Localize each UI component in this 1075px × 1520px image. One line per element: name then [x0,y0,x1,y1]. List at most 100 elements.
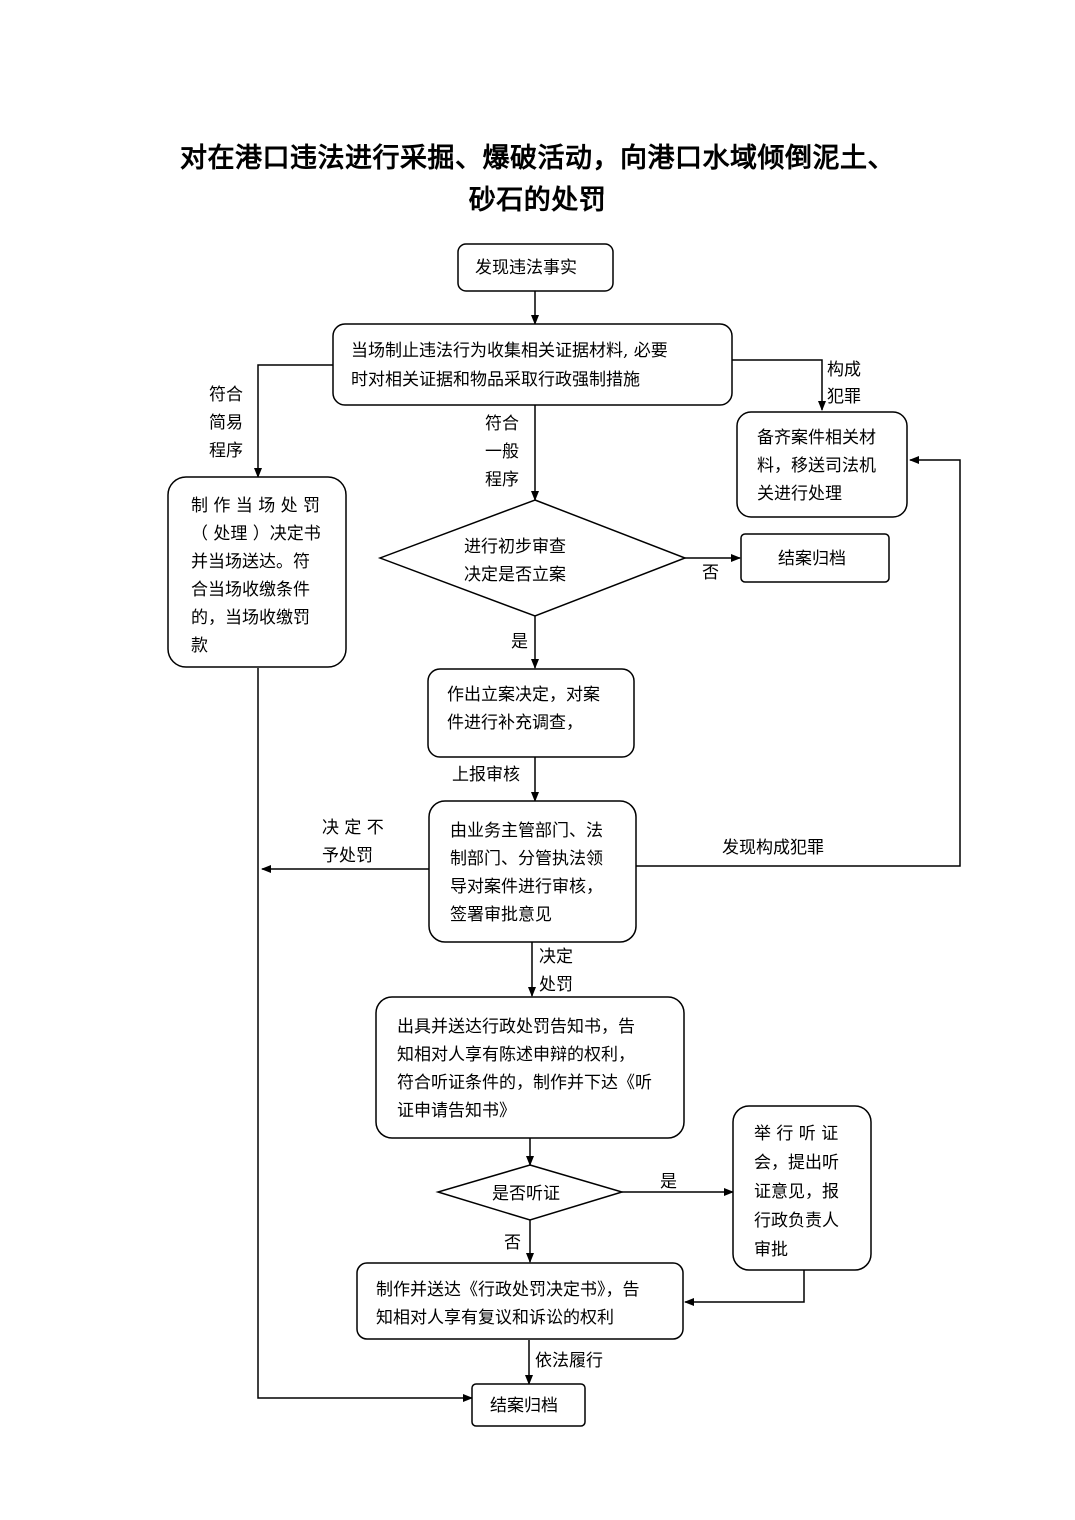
label-penalize: 决定处罚 [539,947,573,995]
label-yes-2-line: 是 [660,1172,677,1192]
text-hearing-line: 举 行 听 证 [754,1124,838,1144]
text-dept-review: 由业务主管部门、法制部门、分管执法领导对案件进行审核， 签署审批意见 [450,821,603,925]
arrow-onsite-to-close [257,668,473,1402]
arrow-stop-to-transfer [732,359,826,411]
label-no-1: 否 [702,563,719,583]
text-notice-line: 证申请告知书》 [397,1101,516,1121]
label-simple-line: 符合 [209,385,243,405]
label-crime-line: 犯罪 [827,387,861,407]
text-transfer-line: 料，移送司法机 [757,456,876,476]
text-decision-line: 知相对人享有复议和诉讼的权利 [376,1308,614,1328]
text-notice: 出具并送达行政处罚告知书，告知相对人享有陈述申辩的权利， 符合听证条件的，制作并下… [397,1017,652,1121]
text-onsite-line: 制 作 当 场 处 罚 [191,496,320,516]
box-close-2 [471,1383,586,1427]
text-close-2-line: 结案归档 [490,1396,558,1416]
label-general-line: 符合 [485,414,519,434]
box-close-1 [740,533,890,583]
text-onsite: 制 作 当 场 处 罚 （ 处理 ）决定书并当场送达。符合当场收缴条件的，当场收缴… [191,496,321,656]
label-simple-line: 简易 [209,413,243,433]
text-file-case-line: 件进行补充调查， [447,713,583,733]
text-stop-line: 时对相关证据和物品采取行政强制措施 [351,370,640,390]
text-transfer-line: 备齐案件相关材 [757,428,876,448]
text-onsite-line: 并当场送达。符 [191,552,310,572]
text-decision: 制作并送达《行政处罚决定书》，告知相对人享有复议和诉讼的权利 [376,1280,640,1328]
text-onsite-line: 合当场收缴条件 [191,580,310,600]
text-dept-review-line: 导对案件进行审核， [450,877,603,897]
text-review-decision-line: 决定是否立案 [464,565,566,585]
text-close-1-line: 结案归档 [778,549,846,569]
label-report: 上报审核 [452,765,520,785]
label-crime-line: 构成 [827,360,861,380]
text-stop: 当场制止违法行为收集相关证据材料, 必要时对相关证据和物品采取行政强制措施 [351,341,668,390]
label-yes-1-line: 是 [511,632,528,652]
label-report-line: 上报审核 [452,765,520,785]
label-penalize-line: 处罚 [539,975,573,995]
label-general-line: 程序 [485,470,519,490]
text-review-decision-line: 进行初步审查 [464,537,566,557]
text-transfer-line: 关进行处理 [757,484,842,504]
label-yes-1: 是 [511,632,528,652]
arrow-dept-to-transfer [636,456,961,867]
text-onsite-line: （ 处理 ）决定书 [191,524,321,544]
connectors [254,291,961,1402]
box-hearing [732,1105,872,1271]
text-stop-line: 当场制止违法行为收集相关证据材料, 必要 [351,341,668,361]
text-notice-line: 出具并送达行政处罚告知书，告 [397,1017,635,1037]
text-transfer: 备齐案件相关材料，移送司法机关进行处理 [757,428,876,504]
page-title-line2: 砂石的处罚 [468,185,607,216]
text-decision-line: 制作并送达《行政处罚决定书》，告 [376,1280,640,1300]
label-general-line: 一般 [485,442,519,462]
box-notice [375,996,685,1139]
text-hearing-line: 证意见，报 [754,1182,839,1202]
text-discover-line: 发现违法事实 [475,258,577,278]
text-hearing-decision: 是否听证 [492,1184,560,1204]
text-hearing-line: 行政负责人 [754,1211,839,1231]
diamond-review [377,499,688,617]
box-decision [356,1262,684,1340]
label-simple-line: 程序 [209,441,243,461]
process-boxes [167,243,908,1427]
text-file-case: 作出立案决定，对案件进行补充调查， [447,685,600,733]
label-perform-line: 依法履行 [535,1351,603,1371]
text-review-decision: 进行初步审查决定是否立案 [464,537,566,585]
text-dept-review-line: 签署审批意见 [450,905,552,925]
text-hearing: 举 行 听 证会，提出听证意见，报行政负责人审批 [754,1124,839,1260]
box-transfer [736,411,908,518]
box-file-case [427,668,635,758]
box-dept-review [428,800,637,943]
text-hearing-line: 审批 [754,1240,788,1260]
text-onsite-line: 款 [191,636,208,656]
box-discover [457,243,614,292]
text-onsite-line: 的，当场收缴罚 [191,608,310,628]
text-notice-line: 知相对人享有陈述申辩的权利， [397,1045,635,1065]
label-no-1-line: 否 [702,563,719,583]
text-notice-line: 符合听证条件的，制作并下达《听 [397,1073,652,1093]
label-crime: 构成犯罪 [827,360,861,407]
text-close-2: 结案归档 [490,1396,558,1416]
label-no-penalty-line: 决 定 不 [322,818,384,838]
label-no-penalty-line: 予处罚 [322,846,373,866]
label-penalize-line: 决定 [539,947,573,967]
text-hearing-line: 会，提出听 [754,1153,839,1173]
label-found-crime-line: 发现构成犯罪 [722,838,824,858]
label-found-crime: 发现构成犯罪 [722,838,824,858]
label-no-penalty: 决 定 不予处罚 [322,818,384,866]
text-hearing-decision-line: 是否听证 [492,1184,560,1204]
label-general: 符合一般程序 [485,414,519,490]
label-no-2-line: 否 [504,1233,521,1253]
arrow-hearing-to-decision [684,1270,805,1306]
label-yes-2: 是 [660,1172,677,1192]
box-stop [332,323,733,406]
text-file-case-line: 作出立案决定，对案 [447,685,600,705]
text-dept-review-line: 制部门、分管执法领 [450,849,603,869]
arrow-stop-to-onsite [254,364,333,478]
label-no-2: 否 [504,1233,521,1253]
label-perform: 依法履行 [535,1351,603,1371]
text-close-1: 结案归档 [778,549,846,569]
label-simple: 符合简易程序 [209,385,243,461]
text-dept-review-line: 由业务主管部门、法 [450,821,603,841]
box-onsite [167,476,347,668]
text-discover: 发现违法事实 [475,258,577,278]
page-title: 对在港口违法进行采掘、爆破活动，向港口水域倾倒泥土、 [180,143,895,174]
